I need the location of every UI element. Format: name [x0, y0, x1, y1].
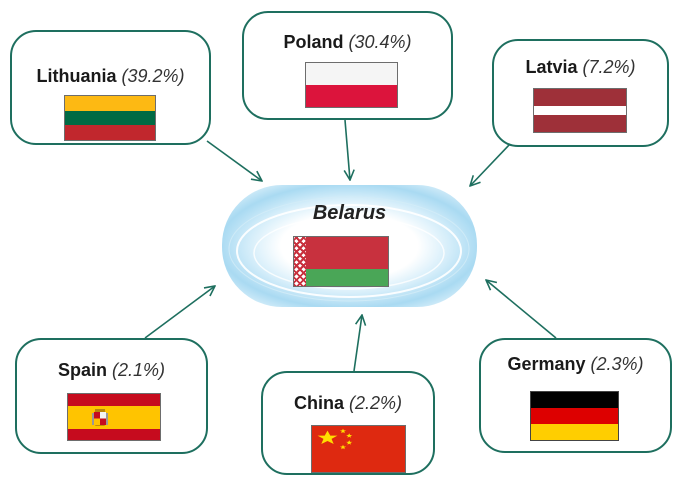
partner-name: Latvia — [525, 57, 578, 77]
spain-crest-icon — [92, 409, 108, 426]
partner-box-poland: Poland (30.4%) — [242, 11, 453, 120]
partner-share: (2.1%) — [112, 360, 166, 380]
partner-share: (2.2%) — [349, 393, 403, 413]
lithuania-flag-icon — [64, 95, 156, 141]
partner-label: Lithuania (39.2%) — [12, 66, 209, 87]
partner-name: China — [293, 393, 344, 413]
partner-label: Spain (2.1%) — [17, 360, 206, 381]
partner-box-lithuania: Lithuania (39.2%) — [10, 30, 211, 145]
partner-label: Latvia (7.2%) — [494, 57, 667, 78]
center-swirl — [228, 196, 470, 302]
partner-box-spain: Spain (2.1%) — [15, 338, 208, 454]
arrow-china — [353, 315, 362, 372]
partner-label: Poland (30.4%) — [244, 32, 451, 53]
partner-label: Germany (2.3%) — [481, 354, 670, 375]
arrow-spain — [144, 286, 215, 339]
center-country-title: Belarus — [312, 202, 387, 224]
partner-name: Germany — [507, 354, 586, 374]
partner-box-latvia: Latvia (7.2%) — [492, 39, 669, 147]
partner-name: Poland — [283, 32, 344, 52]
arrow-latvia — [470, 143, 511, 186]
partner-share: (2.3%) — [590, 354, 644, 374]
partner-label: China (2.2%) — [263, 393, 433, 414]
latvia-flag-icon — [533, 88, 627, 133]
partner-box-china: China (2.2%) — [261, 371, 435, 475]
china-flag-icon — [311, 425, 406, 473]
partner-name: Lithuania — [36, 66, 117, 86]
partner-share: (39.2%) — [121, 66, 185, 86]
arrow-lithuania — [206, 140, 262, 181]
partner-share: (7.2%) — [582, 57, 636, 77]
arrow-germany — [486, 280, 557, 339]
belarus-flag-icon — [293, 236, 389, 287]
china-stars-icon — [317, 428, 353, 450]
arrow-poland — [345, 119, 350, 180]
spain-flag-icon — [67, 393, 161, 441]
partner-box-germany: Germany (2.3%) — [479, 338, 672, 453]
germany-flag-icon — [530, 391, 619, 441]
partner-share: (30.4%) — [348, 32, 412, 52]
poland-flag-icon — [305, 62, 398, 108]
partner-name: Spain — [57, 360, 107, 380]
